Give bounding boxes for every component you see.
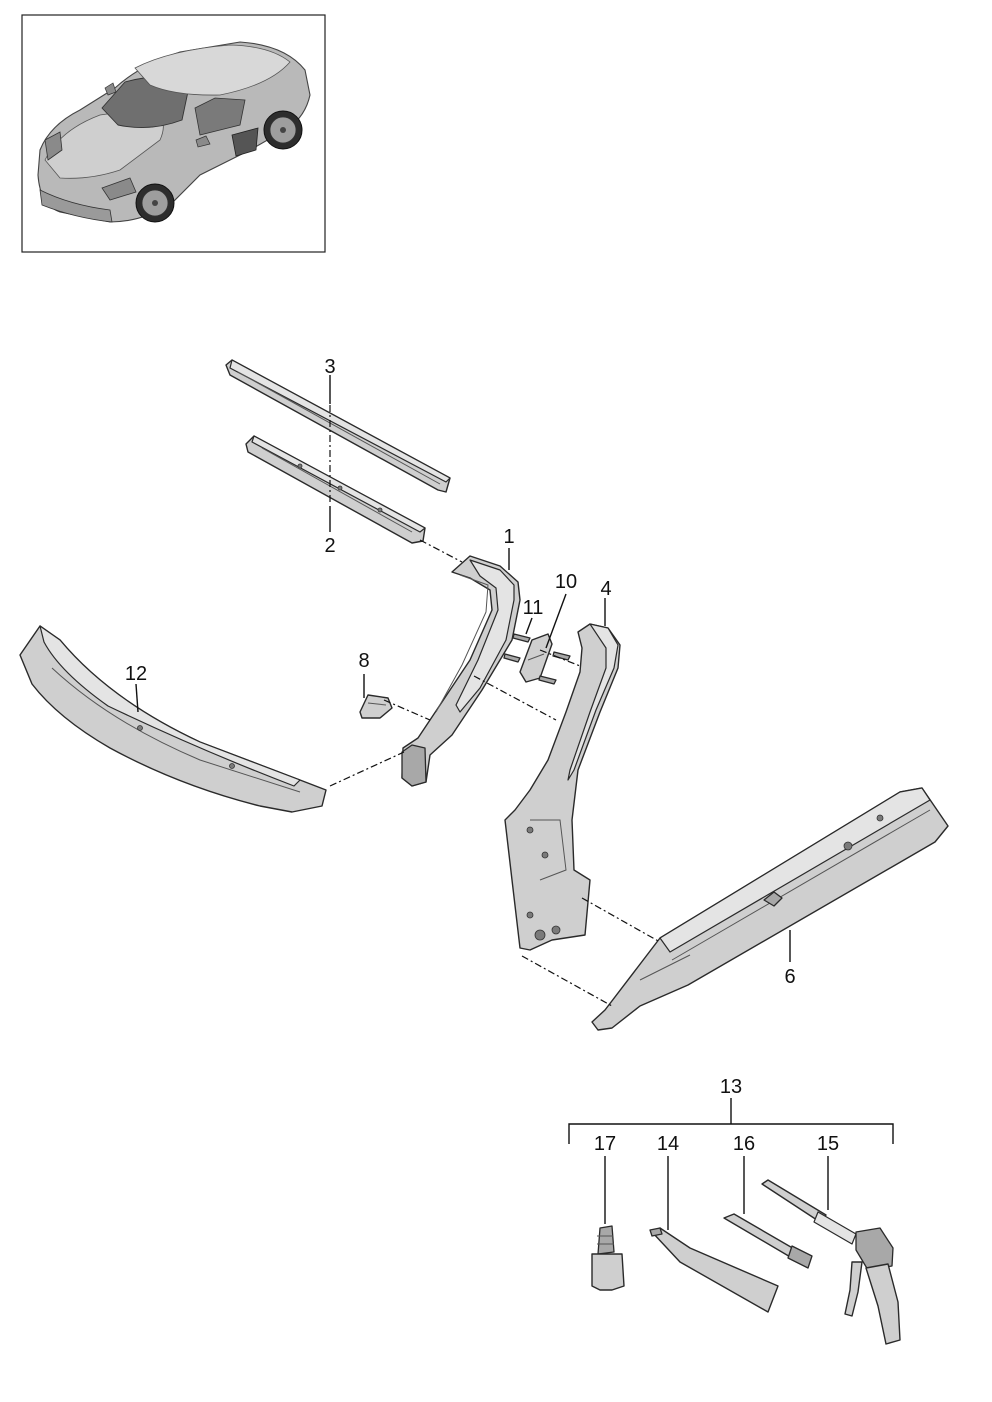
part-1-a-pillar-inner — [401, 555, 521, 787]
callout-8: 8 — [358, 650, 369, 672]
part-14-tube — [649, 1227, 779, 1313]
callout-13: 13 — [720, 1076, 742, 1098]
part-4-a-pillar-outer — [504, 623, 621, 951]
part-8-small-bracket — [359, 694, 393, 719]
callout-6: 6 — [784, 966, 795, 988]
part-15-cartridge-gun — [761, 1179, 901, 1345]
assembly-lines — [329, 405, 661, 1007]
callout-4: 4 — [600, 578, 611, 600]
callout-12: 12 — [125, 663, 147, 685]
car-illustration — [37, 41, 311, 223]
part-17-bottle — [591, 1225, 625, 1291]
part-11-fasteners — [503, 633, 571, 685]
part-10-bracket — [519, 633, 553, 683]
callout-3: 3 — [324, 356, 335, 378]
leader-lines — [135, 375, 894, 1230]
callout-2: 2 — [324, 535, 335, 557]
callout-11: 11 — [523, 597, 544, 619]
part-6-side-sill — [591, 787, 949, 1031]
part-3-upper-rail — [225, 359, 451, 493]
part-12-cowl-panel — [19, 625, 327, 813]
callout-labels: 3 2 1 10 4 11 8 12 6 13 17 14 16 15 — [125, 356, 839, 1155]
callout-10: 10 — [555, 571, 577, 593]
part-2-inner-rail — [245, 435, 426, 544]
part-16-nozzle — [723, 1213, 813, 1269]
callout-15: 15 — [817, 1133, 839, 1155]
callout-16: 16 — [733, 1133, 755, 1155]
callout-17: 17 — [594, 1133, 616, 1155]
callout-1: 1 — [503, 526, 514, 548]
callout-14: 14 — [657, 1133, 679, 1155]
overview-car-thumbnail — [21, 14, 326, 253]
